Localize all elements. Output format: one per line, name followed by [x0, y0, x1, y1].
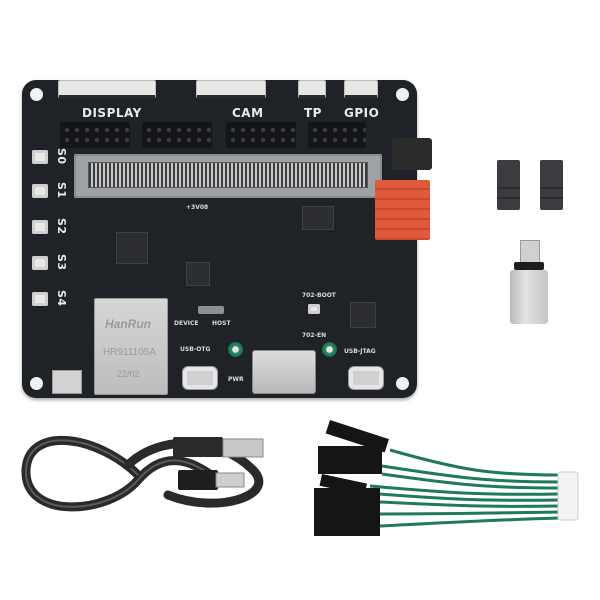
usb-a-port[interactable] [52, 370, 82, 394]
display-label: DISPLAY [82, 106, 142, 120]
voltage-label: +3V08 [186, 204, 209, 211]
usb-a-plug-housing [173, 437, 223, 457]
cam-label: CAM [232, 106, 264, 120]
otg-micro-plug [520, 240, 540, 264]
gpio-fpc-connector [344, 80, 378, 99]
button-s4[interactable] [32, 292, 48, 306]
mount-hole [30, 377, 43, 390]
button-s2[interactable] [32, 220, 48, 234]
jumper-cap [497, 160, 520, 210]
button-s3-label: S3 [55, 254, 68, 271]
micro-usb-housing [178, 470, 218, 490]
ic-chip [350, 302, 376, 328]
pin-header [142, 122, 212, 148]
orange-connector [375, 180, 430, 240]
ethernet-code: 22/02 [117, 369, 140, 379]
mount-hole [30, 88, 43, 101]
button-s1[interactable] [32, 184, 48, 198]
tp-fpc-connector [298, 80, 326, 99]
usb-jtag-port[interactable] [348, 366, 384, 390]
button-s0[interactable] [32, 150, 48, 164]
ethernet-port[interactable]: HanRun HR911105A 22/02 [94, 298, 168, 395]
pwr-label: PWR [228, 376, 244, 383]
otg-collar [514, 262, 544, 270]
jst-connector [557, 471, 579, 521]
ethernet-model: HR911105A [103, 347, 156, 358]
pin-header [60, 122, 130, 148]
display-fpc-connector [58, 80, 156, 99]
jumper-cap [540, 160, 563, 210]
usb-otg-label: USB-OTG [180, 346, 211, 353]
ic-chip [302, 206, 334, 230]
audio-jack [392, 138, 432, 170]
dupont-cable [314, 419, 579, 536]
boot-button[interactable] [308, 304, 320, 314]
tp-label: TP [304, 106, 322, 120]
host-label: HOST [212, 320, 231, 327]
device-host-switch[interactable] [198, 306, 224, 314]
mount-hole [396, 377, 409, 390]
button-s3[interactable] [32, 256, 48, 270]
button-s0-label: S0 [55, 148, 68, 165]
usb-otg-port[interactable] [182, 366, 218, 390]
usb-jtag-label: USB-JTAG [344, 348, 376, 355]
device-label: DEVICE [174, 320, 199, 327]
otg-adapter [510, 270, 548, 324]
button-s4-label: S4 [55, 290, 68, 307]
usb-a-plug-metal [222, 438, 264, 458]
capacitor [322, 342, 337, 357]
button-s2-label: S2 [55, 218, 68, 235]
hdmi-port[interactable] [252, 350, 316, 394]
ic-chip [116, 232, 148, 264]
capacitor [228, 342, 243, 357]
en-label: 702-EN [302, 332, 327, 339]
ic-chip [186, 262, 210, 286]
boot-label: 702-BOOT [302, 292, 336, 299]
pin-header [226, 122, 296, 148]
cam-fpc-connector [196, 80, 266, 99]
gpio-label: GPIO [344, 106, 380, 120]
pin-header [308, 122, 366, 148]
dev-board: DISPLAY CAM TP GPIO S0 S1 S2 S3 S4 +3V08… [22, 80, 432, 398]
ethernet-brand: HanRun [105, 317, 151, 331]
mount-hole [396, 88, 409, 101]
usb-cable [21, 435, 264, 512]
micro-usb-metal [215, 472, 245, 488]
button-s1-label: S1 [55, 182, 68, 199]
sodimm-slot [74, 154, 382, 198]
sodimm-contacts [88, 162, 368, 188]
